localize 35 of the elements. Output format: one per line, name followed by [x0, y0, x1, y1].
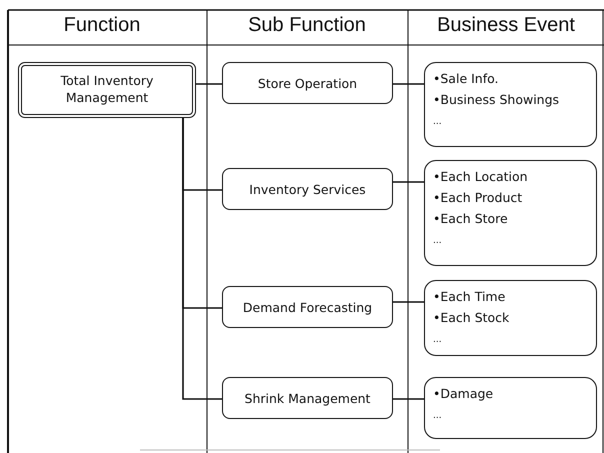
node-label: Total Inventory Management — [60, 73, 154, 107]
node-label: Store Operation — [258, 76, 358, 90]
sub-function-box — [222, 286, 393, 328]
event-item: •Each Location — [433, 168, 528, 186]
sub-function-box — [222, 377, 393, 419]
node-label: Inventory Services — [249, 182, 366, 196]
event-item: •Each Time — [433, 288, 506, 306]
ellipsis-text: ... — [433, 116, 442, 129]
sub-function-box — [222, 168, 393, 210]
ellipsis-text: ... — [433, 235, 442, 248]
column-header: Business Event — [437, 14, 575, 37]
connector-line — [393, 181, 424, 183]
column-header: Sub Function — [248, 14, 366, 37]
event-item: •Business Showings — [433, 91, 560, 109]
event-box — [424, 280, 597, 356]
ellipsis-text: ... — [433, 410, 442, 423]
connector-line — [393, 83, 424, 85]
function-box — [18, 62, 196, 118]
sub-function-box — [222, 62, 393, 104]
connector-line — [182, 118, 222, 400]
event-box — [424, 62, 597, 147]
node-label: Demand Forecasting — [242, 300, 372, 314]
connector-line — [393, 301, 424, 303]
column-header: Function — [64, 14, 140, 37]
connector-line — [393, 398, 424, 400]
node-label: Shrink Management — [244, 390, 370, 406]
event-box — [424, 377, 597, 439]
connector-line — [196, 83, 222, 85]
event-item: •Damage — [433, 385, 494, 403]
event-item: •Each Stock — [433, 309, 510, 327]
event-item: •Each Store — [433, 210, 508, 228]
event-item: •Each Product — [433, 189, 522, 207]
ellipsis-text: ... — [433, 334, 442, 347]
event-item: •Sale Info. — [433, 70, 499, 88]
event-box — [424, 160, 597, 266]
